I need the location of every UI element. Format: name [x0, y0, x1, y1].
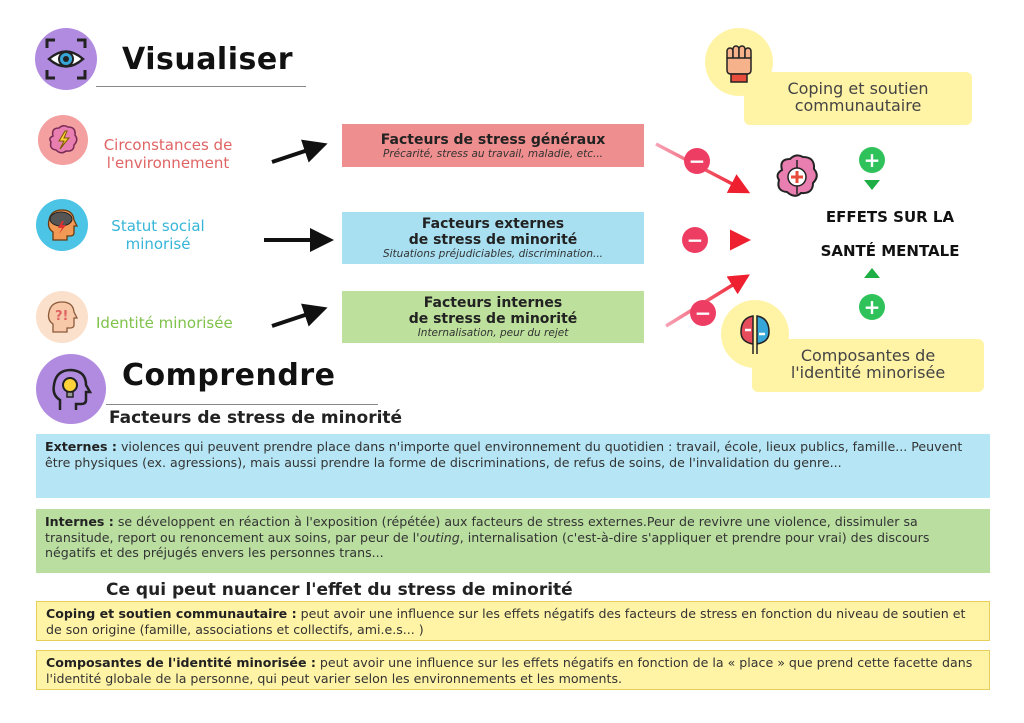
minus-symbol-1: − [688, 149, 706, 173]
plus-icon-2: + [859, 294, 885, 320]
externes-text: violences qui peuvent prendre place dans… [45, 439, 963, 470]
source-identite: Identité minorisée [96, 314, 266, 332]
internes-label: Internes : [45, 514, 114, 529]
brain-lightning-icon [38, 115, 88, 165]
two-heads-icon [721, 300, 789, 368]
visualiser-title: Visualiser [122, 42, 293, 77]
comprendre-underline [106, 404, 378, 405]
coping-info-box: Coping et soutien communautaire : peut a… [36, 601, 990, 641]
identite-info-label: Composantes de l'identité minorisée : [46, 655, 316, 670]
identity-box: Composantes de l'identité minorisée [752, 339, 984, 392]
source-environnement: Circonstances de l'environnement [88, 136, 248, 172]
factor-internes-title2: de stress de minorité [408, 311, 578, 327]
factor-generaux-title: Facteurs de stress généraux [380, 132, 606, 148]
source-statut-line2: minorisé [125, 235, 191, 253]
coping-info-label: Coping et soutien communautaire : [46, 606, 297, 621]
externes-label: Externes : [45, 439, 117, 454]
visualiser-underline [96, 86, 306, 87]
coping-info-text: peut avoir une influence sur les effets … [46, 606, 966, 637]
plus-symbol-2: + [863, 295, 881, 319]
factor-generaux: Facteurs de stress généraux Précarité, s… [342, 124, 644, 167]
internes-text-a: se développent en réaction à l'expositio… [45, 514, 918, 545]
head-question-icon: ?! [36, 291, 88, 343]
minus-icon-1: − [684, 148, 710, 174]
minus-symbol-2: − [686, 228, 704, 252]
coping-line2: communautaire [794, 96, 922, 115]
identity-line1: Composantes de [800, 346, 936, 365]
identity-line2: l'identité minorisée [790, 363, 946, 382]
coping-line1: Coping et soutien [787, 79, 929, 98]
internes-text-b: , internalisation (c'est-à-dire s'appliq… [45, 529, 930, 561]
externes-box: Externes : violences qui peuvent prendre… [36, 434, 990, 498]
head-lightbulb-icon [36, 354, 106, 424]
minus-icon-2: − [682, 227, 708, 253]
raised-fist-icon [705, 28, 773, 96]
brain-plus-icon [770, 150, 824, 204]
coping-box: Coping et soutien communautaire [744, 72, 972, 125]
eye-icon [35, 28, 97, 90]
factor-internes-title1: Facteurs internes [423, 295, 563, 311]
source-environnement-line2: l'environnement [106, 154, 230, 172]
comprendre-subtitle: Facteurs de stress de minorité [109, 408, 403, 428]
source-statut-social: Statut social minorisé [88, 217, 228, 253]
factor-generaux-subtitle: Précarité, stress au travail, maladie, e… [383, 148, 603, 160]
effects-label: EFFETS SUR LA SANTÉ MENTALE [800, 200, 980, 268]
comprendre-title: Comprendre [122, 358, 336, 393]
minus-icon-3: − [690, 300, 716, 326]
source-environnement-line1: Circonstances de [103, 136, 233, 154]
internes-box: Internes : se développent en réaction à … [36, 509, 990, 573]
effects-line2: SANTÉ MENTALE [820, 242, 960, 260]
factor-internes-subtitle: Internalisation, peur du rejet [417, 327, 569, 339]
arrow-3 [271, 303, 328, 328]
arrow-1 [271, 139, 328, 164]
effects-line1: EFFETS SUR LA [825, 208, 955, 226]
factor-externes-title1: Facteurs externes [421, 216, 565, 232]
factor-externes-subtitle: Situations préjudiciables, discriminatio… [382, 248, 604, 260]
source-arrows [264, 139, 334, 328]
plus-symbol-1: + [863, 148, 881, 172]
identite-info-box: Composantes de l'identité minorisée : pe… [36, 650, 990, 690]
source-identite-line1: Identité minorisée [96, 314, 233, 332]
minus-symbol-3: − [694, 301, 712, 325]
factor-externes: Facteurs externes de stress de minorité … [342, 212, 644, 264]
factor-internes: Facteurs internes de stress de minorité … [342, 291, 644, 343]
head-storm-icon [36, 199, 88, 251]
internes-italic: outing [419, 529, 460, 545]
svg-text:?!: ?! [55, 309, 68, 324]
identite-info-text: peut avoir une influence sur les effets … [46, 655, 973, 686]
plus-icon-1: + [859, 147, 885, 173]
source-statut-line1: Statut social [111, 217, 205, 235]
nuance-title: Ce qui peut nuancer l'effet du stress de… [106, 580, 573, 600]
factor-externes-title2: de stress de minorité [408, 232, 578, 248]
